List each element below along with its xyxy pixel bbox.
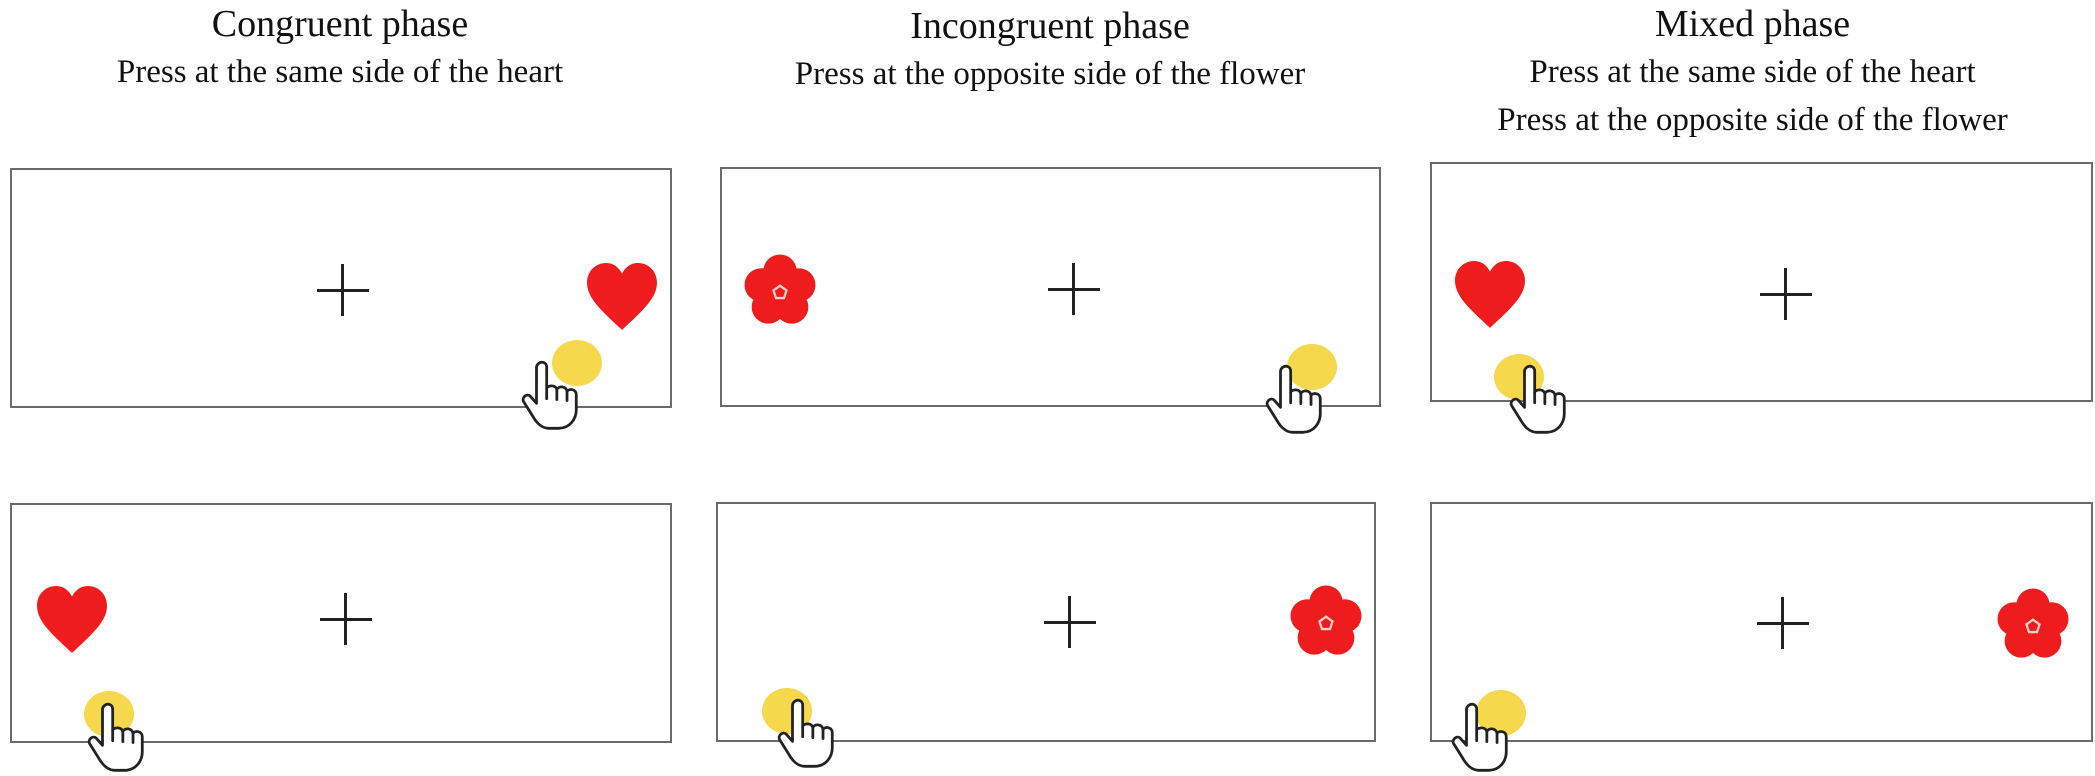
fixation-cross bbox=[1757, 597, 1809, 649]
heart-icon bbox=[34, 583, 110, 659]
phase-title: Mixed phase bbox=[1654, 3, 1851, 45]
fixation-cross bbox=[1760, 268, 1812, 320]
trial-panel-incongruent-2 bbox=[716, 502, 1376, 742]
trial-panel-incongruent-1 bbox=[720, 167, 1381, 407]
trial-panel-mixed-2 bbox=[1430, 502, 2093, 742]
trial-panel-congruent-1 bbox=[10, 168, 672, 408]
instruction-text: Press at the opposite side of the flower bbox=[794, 56, 1306, 92]
fixation-cross bbox=[1044, 596, 1096, 648]
fixation-cross bbox=[320, 593, 372, 645]
fixation-cross bbox=[317, 264, 369, 316]
touch-point bbox=[1287, 344, 1337, 390]
instruction-text: Press at the same side of the heart bbox=[116, 54, 564, 90]
pointing-hand-icon bbox=[1506, 362, 1580, 436]
instruction-text: Press at the opposite side of the flower bbox=[1497, 102, 2008, 138]
column-header-mixed: Mixed phase Press at the same side of th… bbox=[1410, 0, 2095, 144]
phase-title: Congruent phase bbox=[211, 3, 469, 45]
pointing-hand-icon bbox=[774, 696, 848, 770]
pointing-hand-icon bbox=[518, 358, 592, 432]
column-header-incongruent: Incongruent phase Press at the opposite … bbox=[710, 2, 1390, 98]
fixation-cross bbox=[1048, 263, 1100, 315]
instruction-text: Press at the same side of the heart bbox=[1529, 54, 1976, 90]
heart-icon bbox=[1452, 258, 1528, 334]
heart-icon bbox=[584, 260, 660, 336]
flower-icon bbox=[1288, 584, 1364, 660]
flower-icon bbox=[1995, 587, 2071, 663]
pointing-hand-icon bbox=[1262, 362, 1336, 436]
touch-point bbox=[552, 340, 602, 386]
pointing-hand-icon bbox=[1448, 700, 1522, 774]
trial-panel-congruent-2 bbox=[10, 503, 672, 743]
phase-title: Incongruent phase bbox=[910, 5, 1190, 47]
trial-panel-mixed-1 bbox=[1430, 162, 2093, 402]
pointing-hand-icon bbox=[84, 700, 158, 774]
column-header-congruent: Congruent phase Press at the same side o… bbox=[0, 0, 680, 96]
flower-icon bbox=[742, 253, 818, 329]
